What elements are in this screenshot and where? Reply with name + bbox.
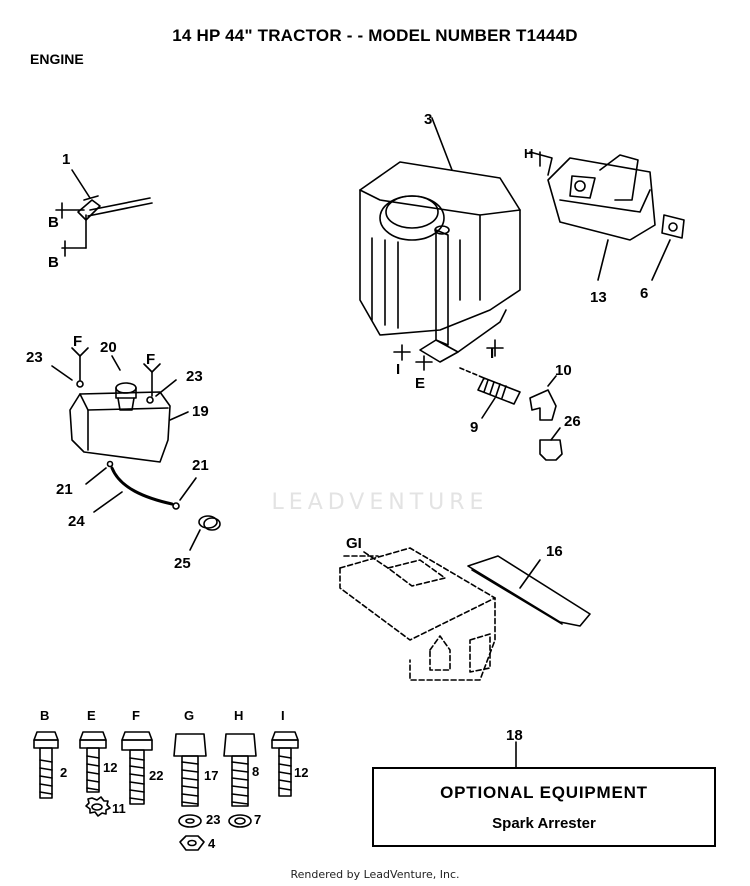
washer-23 [178,814,202,828]
hw-letter-i: I [281,708,285,723]
part-16-heat-shield [467,555,591,627]
hw-num-8: 8 [252,764,259,779]
callout-ref-f2: F [146,351,155,368]
bolt-b [33,731,59,799]
part-23-vents [51,347,177,404]
optional-equipment-item: Spark Arrester [492,815,596,832]
page-title: 14 HP 44" TRACTOR - - MODEL NUMBER T1444… [172,26,578,45]
part-19-fuel-tank [69,391,189,463]
hw-num-12a: 12 [103,760,117,775]
hw-num-22: 22 [149,768,163,783]
hw-letter-h: H [234,708,243,723]
hw-num-17: 17 [204,768,218,783]
watermark-text: LEADVENTURE [271,490,489,515]
part-1-throttle-control [55,169,153,257]
hw-num-23: 23 [206,812,220,827]
nut-4 [179,835,205,851]
callout-ref-f1: F [73,333,82,350]
callout-6: 6 [640,285,648,302]
hw-letter-b: B [40,708,49,723]
callout-ref-i1: I [396,361,400,378]
hw-letter-f: F [132,708,140,723]
engine-ref-markers [393,151,541,371]
hw-letter-e: E [87,708,96,723]
footer-credit: Rendered by LeadVenture, Inc. [290,868,460,881]
bolt-g [173,733,207,807]
callout-26: 26 [564,413,581,430]
callout-16: 16 [546,543,563,560]
part-6-gasket [651,214,685,281]
callout-20: 20 [100,339,117,356]
part-25-grommet [189,515,221,551]
washer-11 [85,796,111,817]
part-20-fuel-cap [111,355,137,411]
part-13-muffler [529,151,656,281]
hardware-numbers: 2 12 22 17 8 12 11 23 7 4 [60,760,308,851]
bolt-f [121,731,153,805]
callout-10: 10 [555,362,572,379]
callout-labels: 1 B B 3 H 13 6 I E I 10 9 26 F 20 F 23 2… [26,111,648,744]
callout-19: 19 [192,403,209,420]
callout-18: 18 [506,727,523,744]
callout-23a: 23 [26,349,43,366]
callout-21a: 21 [56,481,73,498]
callout-23b: 23 [186,368,203,385]
part-10-elbow [529,375,557,421]
callout-ref-i2: I [490,345,494,362]
hw-num-12b: 12 [294,765,308,780]
hw-num-4: 4 [208,836,216,851]
part-3-engine [359,117,521,363]
callout-ref-b2: B [48,254,59,271]
part-26-cap [539,427,563,461]
washer-7 [228,814,252,828]
callout-9: 9 [470,419,478,436]
callout-21b: 21 [192,457,209,474]
callout-3: 3 [424,111,432,128]
section-title: ENGINE [30,51,84,67]
callout-24: 24 [68,513,85,530]
hardware-letters: B E F G H I [40,708,285,723]
optional-equipment-title: OPTIONAL EQUIPMENT [440,783,648,802]
part-24-fuel-line [85,460,197,513]
callout-ref-g: GI [346,535,362,552]
hw-num-7: 7 [254,812,261,827]
frame-outline [339,547,496,681]
callout-13: 13 [590,289,607,306]
part-9-fitting [459,367,521,419]
hw-num-2: 2 [60,765,67,780]
callout-ref-e: E [415,375,425,392]
hw-letter-g: G [184,708,194,723]
callout-ref-b1: B [48,214,59,231]
optional-equipment-box: OPTIONAL EQUIPMENT Spark Arrester [372,767,716,847]
bolt-e [79,731,107,793]
callout-ref-h: H [524,146,533,161]
callout-25: 25 [174,555,191,572]
bolt-i [271,731,299,797]
callout-1: 1 [62,151,70,168]
bolt-h [223,733,257,807]
hw-num-11: 11 [112,801,126,816]
